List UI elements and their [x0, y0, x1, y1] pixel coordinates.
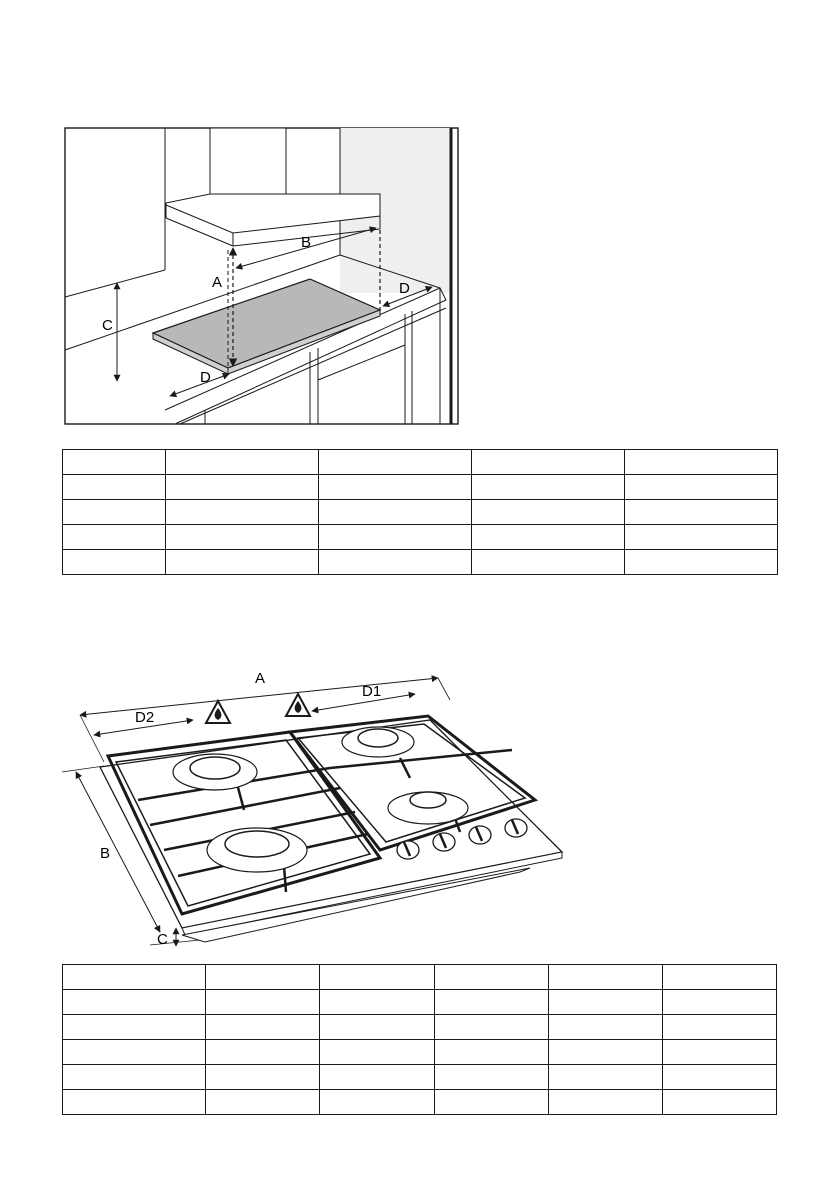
clearance-table	[62, 449, 778, 575]
label-a: A	[255, 670, 265, 687]
table-row	[62, 474, 778, 500]
label-d1: D1	[362, 683, 381, 700]
dim-b-line	[75, 771, 161, 933]
label-c: C	[102, 317, 113, 334]
burner-rear-left	[172, 753, 258, 791]
table-row	[61, 964, 778, 990]
pan-support-right	[287, 714, 539, 852]
control-knob	[468, 825, 492, 845]
label-b: B	[301, 234, 311, 251]
dim-a-line	[79, 675, 439, 718]
dim-d-right-line	[382, 286, 433, 307]
dim-b-line	[235, 226, 377, 270]
table-row	[61, 1014, 778, 1040]
table-row	[62, 524, 778, 550]
label-d-right: D	[399, 280, 410, 297]
table-row	[62, 449, 778, 475]
table-row	[61, 989, 778, 1015]
gas-flame-warning-icon	[284, 691, 312, 717]
control-knob	[432, 832, 456, 852]
burner-rear-right	[341, 726, 415, 758]
table-row	[61, 1089, 778, 1115]
control-knob	[504, 818, 528, 838]
gas-flame-warning-icon	[204, 698, 232, 724]
dim-d-front-line	[169, 372, 230, 398]
dim-d2-line	[93, 717, 194, 738]
hood-chimney	[209, 127, 287, 199]
label-b: B	[100, 845, 110, 862]
table-row	[62, 499, 778, 525]
pan-support-left	[105, 730, 383, 916]
hood-clearance-diagram: A B C D D	[64, 127, 459, 425]
gas-hob-dimensions-diagram: A D1 D2 B C	[61, 670, 564, 948]
burner-front-left	[206, 827, 308, 873]
table-row	[62, 549, 778, 575]
label-d-front: D	[200, 369, 211, 386]
control-knob	[396, 840, 420, 860]
label-c: C	[157, 931, 168, 948]
table-row	[61, 1039, 778, 1065]
burner-front-right	[387, 791, 469, 825]
label-a: A	[212, 274, 222, 291]
label-d2: D2	[135, 709, 154, 726]
table-row	[61, 1064, 778, 1090]
gas-hob-dimensions-table	[61, 964, 778, 1115]
dim-d1-line	[311, 691, 416, 714]
